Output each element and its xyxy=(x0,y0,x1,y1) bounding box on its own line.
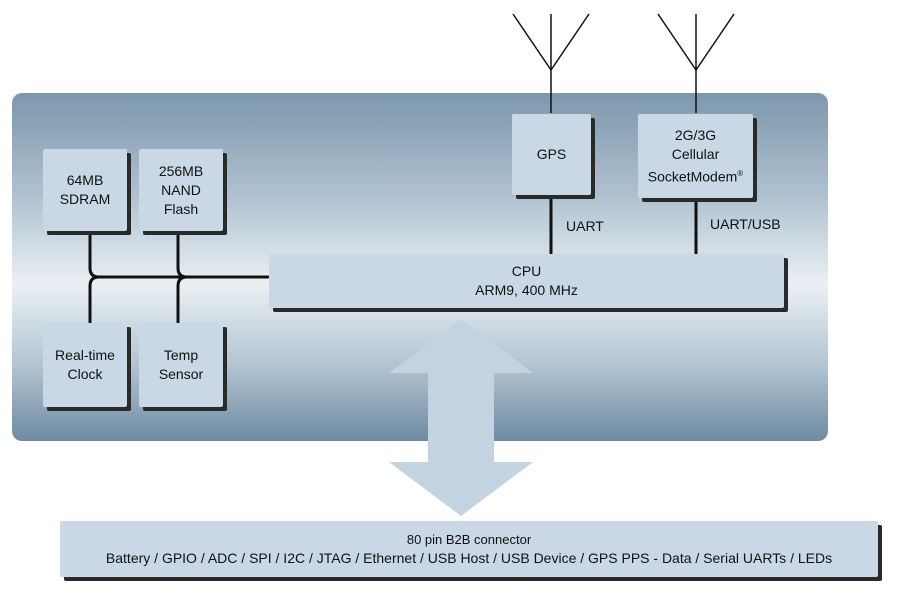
cellular-modem-block: 2G/3G Cellular SocketModem® xyxy=(638,114,753,198)
rtc-block: Real-time Clock xyxy=(43,323,127,407)
rtc-line2: Clock xyxy=(67,366,103,382)
gps-block: GPS xyxy=(512,114,591,195)
temp-line2: Sensor xyxy=(158,366,204,382)
temp-sensor-block: Temp Sensor xyxy=(139,323,223,407)
bus-double-arrow xyxy=(389,319,533,516)
nand-size: 256MB xyxy=(158,162,204,179)
registered-mark: ® xyxy=(737,168,744,178)
gps-antenna-icon xyxy=(512,13,590,113)
sdram-block: 64MB SDRAM xyxy=(43,149,127,231)
rtc-line1: Real-time xyxy=(55,347,115,363)
connector-title: 80 pin B2B connector xyxy=(406,532,532,547)
modem-line2: Cellular xyxy=(671,145,720,162)
gps-uart-label: UART xyxy=(566,218,604,234)
cpu-spec: ARM9, 400 MHz xyxy=(475,282,578,298)
cpu-block: CPU ARM9, 400 MHz xyxy=(269,254,784,308)
temp-line1: Temp xyxy=(163,347,199,363)
nand-flash-block: 256MB NAND Flash xyxy=(139,149,223,231)
gps-label: GPS xyxy=(536,146,567,162)
modem-antenna-icon xyxy=(657,13,735,113)
modem-line3: SocketModem® xyxy=(648,164,743,187)
modem-line1: 2G/3G xyxy=(674,126,717,143)
nand-label: Flash xyxy=(163,200,199,217)
b2b-connector-block: 80 pin B2B connector Battery / GPIO / AD… xyxy=(60,521,878,577)
connector-interfaces: Battery / GPIO / ADC / SPI / I2C / JTAG … xyxy=(105,550,833,566)
modem-name: SocketModem xyxy=(647,168,738,185)
sdram-label: SDRAM xyxy=(59,191,111,207)
nand-type: NAND xyxy=(161,181,201,198)
peripheral-bus xyxy=(88,195,698,324)
cpu-title: CPU xyxy=(511,263,542,279)
modem-uart-usb-label: UART/USB xyxy=(710,216,781,232)
sdram-size: 64MB xyxy=(66,172,104,188)
